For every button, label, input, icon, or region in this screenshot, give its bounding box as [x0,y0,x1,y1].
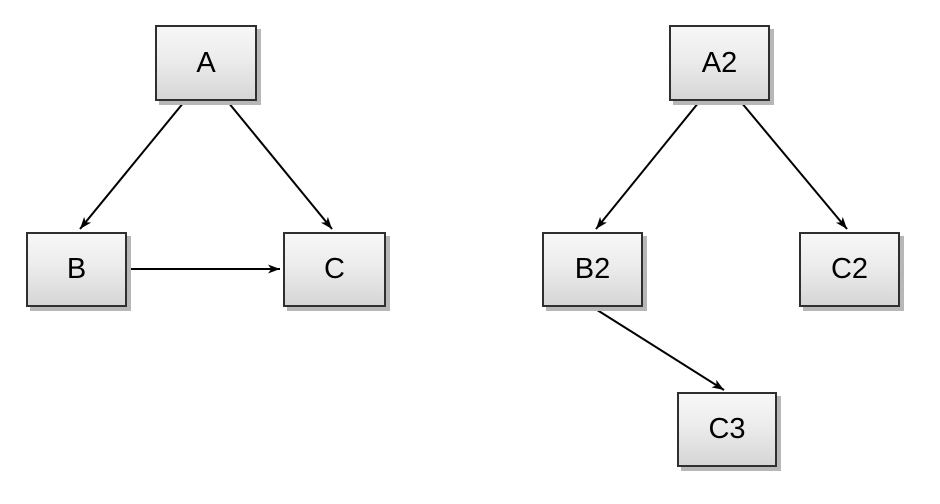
edge-B2-C3 [593,307,725,391]
node-B2-label: B2 [574,253,611,285]
node-B: B [26,232,127,307]
edge-A2-B2 [595,101,700,230]
node-A-label: A [196,46,216,79]
node-B2: B2 [542,232,643,307]
node-B-label: B [66,253,87,285]
edge-A-B [79,101,185,230]
node-C: C [283,232,386,307]
node-C3-label: C3 [708,413,746,445]
node-A: A [155,25,257,101]
node-C-label: C [324,253,345,285]
node-A2: A2 [669,25,770,101]
node-C2: C2 [799,232,900,307]
edges-group [79,101,848,391]
node-A2-label: A2 [701,46,738,79]
edge-A2-C2 [740,101,848,230]
edge-A-C [227,101,333,230]
node-C3: C3 [677,392,777,467]
node-C2-label: C2 [830,253,869,285]
